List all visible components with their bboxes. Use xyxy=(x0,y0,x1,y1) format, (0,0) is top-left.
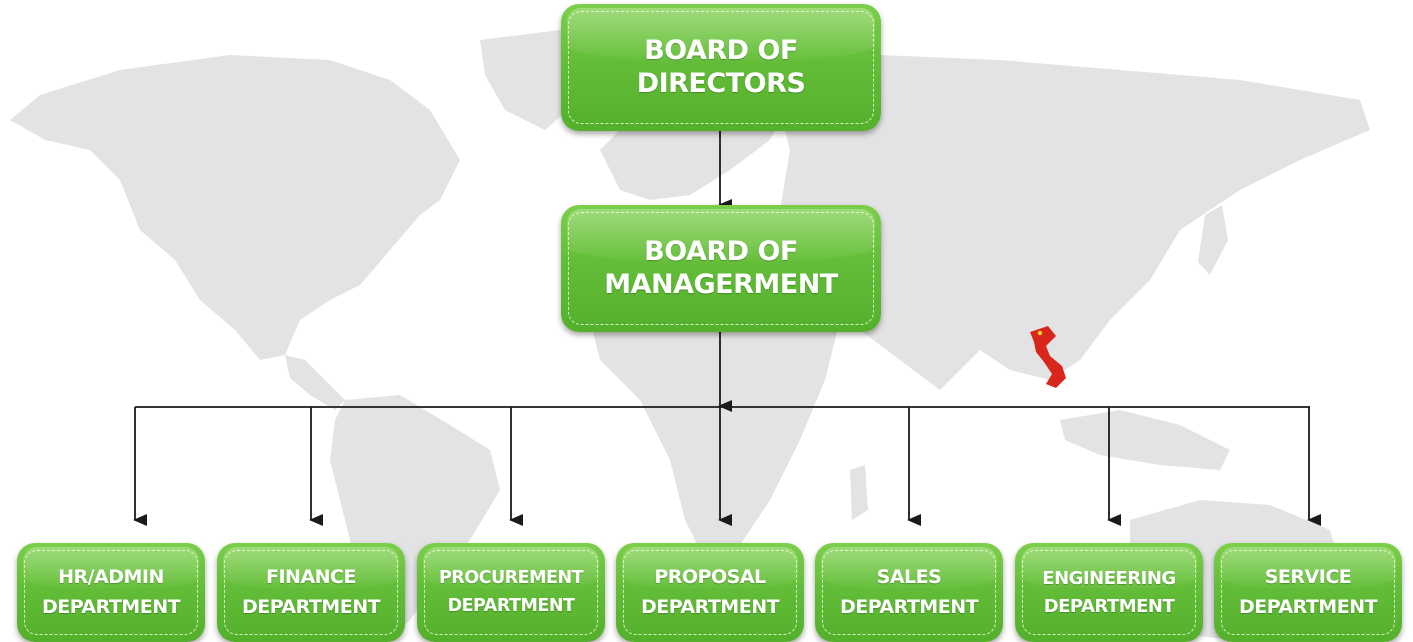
madagascar-shape xyxy=(850,465,868,520)
north-america-shape xyxy=(10,55,460,360)
board-of-directors-label: BOARD OF DIRECTORS xyxy=(636,35,806,99)
department-label: PROCUREMENT DEPARTMENT xyxy=(438,568,584,616)
japan-shape xyxy=(1198,205,1228,275)
department-node-hr-admin: HR/ADMIN DEPARTMENT xyxy=(17,543,205,642)
department-node-proposal: PROPOSAL DEPARTMENT xyxy=(616,543,804,642)
department-label: PROPOSAL DEPARTMENT xyxy=(640,566,780,618)
department-node-engineering: ENGINEERING DEPARTMENT xyxy=(1015,543,1203,642)
department-node-service: SERVICE DEPARTMENT xyxy=(1214,543,1402,642)
department-label: SERVICE DEPARTMENT xyxy=(1238,566,1378,618)
department-label: HR/ADMIN DEPARTMENT xyxy=(41,566,181,618)
sea-islands-shape xyxy=(1060,410,1230,470)
board-of-management-node: BOARD OF MANAGERMENT xyxy=(561,205,881,332)
department-label: FINANCE DEPARTMENT xyxy=(241,566,381,618)
department-label: ENGINEERING DEPARTMENT xyxy=(1042,567,1176,617)
vietnam-star-shape xyxy=(1037,330,1043,336)
department-node-sales: SALES DEPARTMENT xyxy=(815,543,1003,642)
vietnam-highlight-shape xyxy=(1030,326,1066,388)
asia-shape xyxy=(770,55,1370,390)
department-node-finance: FINANCE DEPARTMENT xyxy=(217,543,405,642)
board-of-management-label: BOARD OF MANAGERMENT xyxy=(604,236,838,300)
central-america-shape xyxy=(285,355,345,410)
board-of-directors-node: BOARD OF DIRECTORS xyxy=(561,4,881,131)
department-label: SALES DEPARTMENT xyxy=(839,566,979,618)
department-node-procurement: PROCUREMENT DEPARTMENT xyxy=(417,543,605,642)
